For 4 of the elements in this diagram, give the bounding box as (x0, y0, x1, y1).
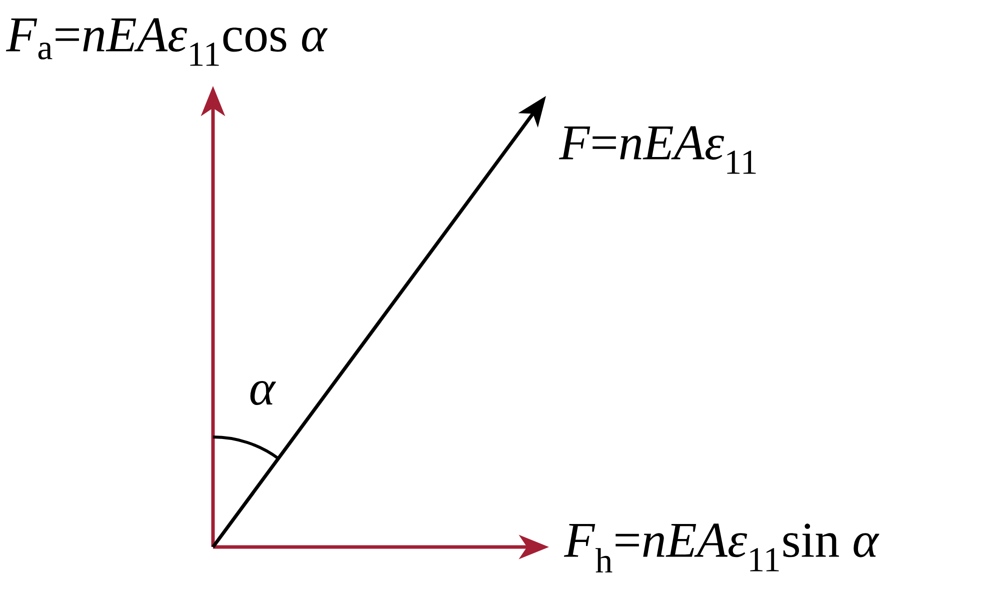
formula-label: F$_{h}$=nEAε$_{11}$sin α (564, 524, 880, 572)
formula-label: F=nEAε$_{11}$ (558, 126, 756, 174)
formula-label: F$_{a}$=nEAε$_{11}$cos α (6, 18, 328, 66)
angle-label: α (250, 380, 276, 406)
